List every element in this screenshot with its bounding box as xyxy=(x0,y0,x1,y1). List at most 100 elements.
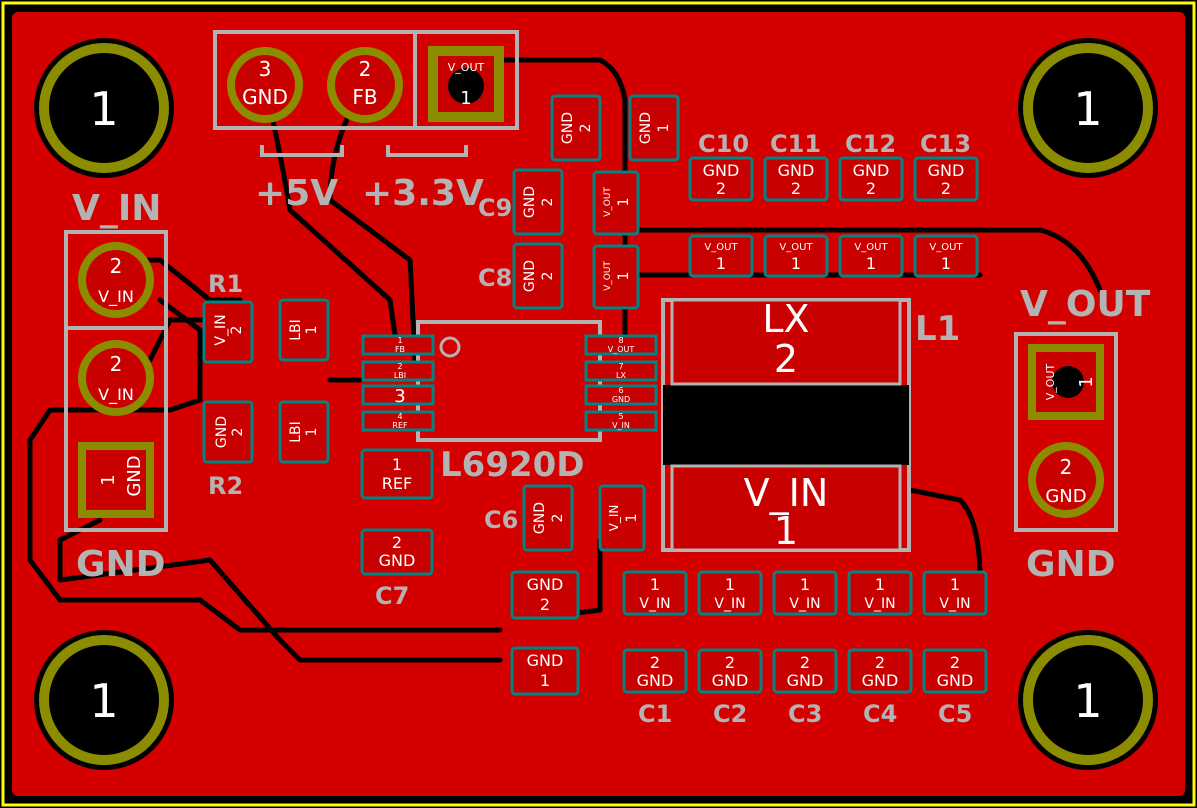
left-connector-title: V_IN xyxy=(72,188,161,229)
c11-ref-label: C11 xyxy=(770,130,821,158)
inductor-pad-lx[interactable]: LX 2 xyxy=(670,297,902,386)
pad-number: 1 xyxy=(392,455,402,474)
pad-number: 1 xyxy=(616,272,632,281)
pad-net: V_IN xyxy=(714,596,745,612)
top-connector-pin-2[interactable]: 2 FB xyxy=(327,47,403,123)
ic-pin-6[interactable]: 6 GND xyxy=(584,384,658,406)
top-connector-pin-1[interactable]: V_OUT 1 xyxy=(428,46,504,122)
pad-number: 1 xyxy=(304,428,320,437)
pad-net: GND xyxy=(379,551,416,570)
mount-hole-label: 1 xyxy=(1073,674,1102,728)
pad-number: 2 xyxy=(866,179,876,198)
pad-net: GND xyxy=(214,416,230,448)
c8: GND 2 C8 xyxy=(478,242,564,310)
pin-number: 2 xyxy=(1060,455,1073,479)
c13-ref-label: C13 xyxy=(920,130,971,158)
pin-net: V_IN xyxy=(98,385,134,405)
r1: R1 V_IN 2 xyxy=(202,270,254,364)
right-connector-pin-vout[interactable]: V_OUT 1 xyxy=(1028,344,1104,420)
ic-ref-label: L6920D xyxy=(440,445,585,485)
pin-net: LX xyxy=(616,371,626,380)
pad-net: GND xyxy=(853,161,890,180)
pad-net: GND xyxy=(703,161,740,180)
mount-hole-label: 1 xyxy=(89,82,118,136)
pin-net: FB xyxy=(395,345,405,354)
pad-number: 2 xyxy=(774,337,798,381)
ic-pin-3[interactable]: 3 xyxy=(361,384,435,407)
pad-net: GND xyxy=(637,671,674,690)
c5-ref-label: C5 xyxy=(938,700,972,728)
ic-pin-1[interactable]: 1 FB xyxy=(361,334,435,356)
ic-pin-5[interactable]: 5 V_IN xyxy=(584,410,658,432)
pad-number: 2 xyxy=(716,179,726,198)
c13: C13 GND 2 V_OUT 1 xyxy=(913,130,979,278)
pad-number: 1 xyxy=(725,575,735,594)
pad-number: 1 xyxy=(800,575,810,594)
ref-pad: 1 REF xyxy=(360,448,434,500)
pad-number: 2 xyxy=(540,198,556,207)
left-connector-pin-gnd[interactable]: 1 GND xyxy=(78,442,154,518)
r2: GND 2 R2 xyxy=(202,400,254,500)
top-connector-pin-3[interactable]: 3 GND xyxy=(227,47,303,123)
c7: 2 GND C7 xyxy=(360,528,434,610)
pin-number: 2 xyxy=(397,362,402,371)
left-connector-pin-vin-b[interactable]: 2 V_IN xyxy=(78,340,154,416)
ic-pin-8[interactable]: 8 V_OUT xyxy=(584,334,658,356)
mount-hole-bottom-right: 1 xyxy=(1018,630,1158,770)
pad-number: 2 xyxy=(875,653,885,672)
right-connector-pin-gnd[interactable]: 2 GND xyxy=(1028,442,1104,518)
pad-number: 2 xyxy=(650,653,660,672)
c12-ref-label: C12 xyxy=(845,130,896,158)
pad-net: V_IN xyxy=(939,596,970,612)
c1: 1 V_IN 2 GND C1 xyxy=(622,570,688,728)
c6: GND 2 C6 xyxy=(484,484,574,552)
pad-net: GND xyxy=(712,671,749,690)
inductor-pad-vin[interactable]: V_IN 1 xyxy=(670,464,902,553)
pad-net: V_IN xyxy=(639,596,670,612)
lbi-pad-b: LBI 1 xyxy=(278,400,330,464)
left-connector: V_IN 2 V_IN 2 V_IN 1 GND GND xyxy=(64,188,168,585)
pad-number: 2 xyxy=(229,326,245,335)
mount-hole-label: 1 xyxy=(1073,82,1102,136)
pad-number: 1 xyxy=(941,254,951,273)
pad-number: 2 xyxy=(392,533,402,552)
mount-hole-top-left: 1 xyxy=(34,38,174,178)
c4-ref-label: C4 xyxy=(863,700,897,728)
gnd1-pad-bottom: GND 1 xyxy=(510,646,580,696)
ic-pin-4[interactable]: 4 REF xyxy=(361,410,435,432)
pin-net: V_IN xyxy=(612,421,630,430)
r2-ref-label: R2 xyxy=(208,472,243,500)
pin-number: 2 xyxy=(359,57,372,81)
gnd2-pad-mid: GND 2 xyxy=(510,570,580,620)
ic-pin-2[interactable]: 2 LBI xyxy=(361,360,435,382)
right-connector-footer: GND xyxy=(1026,544,1116,585)
pad-number: 1 xyxy=(716,254,726,273)
pad-number: 1 xyxy=(950,575,960,594)
pad-net: GND xyxy=(527,575,564,594)
pad-net: GND xyxy=(560,112,576,144)
pin-number: 1 xyxy=(460,88,471,109)
ic-pin-7[interactable]: 7 LX xyxy=(584,360,658,382)
c11: C11 GND 2 V_OUT 1 xyxy=(763,130,829,278)
lbi-pad-a: LBI 1 xyxy=(278,298,330,362)
pin-net: V_IN xyxy=(98,287,134,307)
pad-net: GND xyxy=(862,671,899,690)
c2-ref-label: C2 xyxy=(713,700,747,728)
pin-number: 2 xyxy=(110,352,123,376)
pin-number: 1 xyxy=(1076,376,1097,387)
pad-number: 2 xyxy=(540,272,556,281)
r1-ref-label: R1 xyxy=(208,270,243,298)
pad-net: GND xyxy=(778,161,815,180)
pad-net: V_IN xyxy=(744,471,829,515)
pin-number: 7 xyxy=(618,362,623,371)
left-connector-pin-vin-a[interactable]: 2 V_IN xyxy=(78,242,154,318)
pad-number: 2 xyxy=(725,653,735,672)
pin-number: 5 xyxy=(618,412,623,421)
pin-number: 6 xyxy=(618,386,623,395)
pad-net: V_IN xyxy=(789,596,820,612)
pad-net: GND xyxy=(532,502,548,534)
pad-net: LX xyxy=(762,297,809,341)
pin-net: REF xyxy=(392,421,408,430)
c5: 1 V_IN 2 GND C5 xyxy=(922,570,988,728)
pin-number: 1 xyxy=(397,336,402,345)
